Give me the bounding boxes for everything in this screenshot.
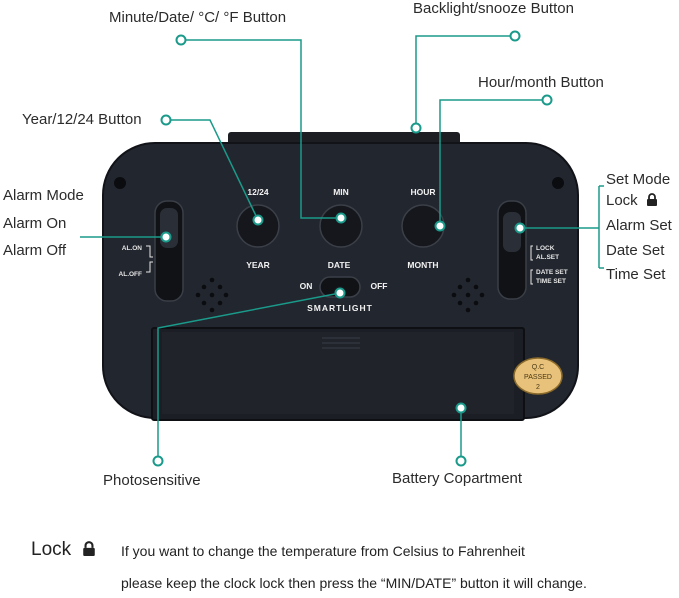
light-off-label: OFF	[371, 281, 388, 291]
lock-label: LOCK	[536, 245, 555, 252]
time-set-label: TIME SET	[536, 278, 566, 285]
light-on-label: ON	[300, 281, 313, 291]
date-set-callout: Date Set	[606, 242, 665, 259]
padlock-icon	[83, 541, 96, 556]
year-callout: Year/12/24 Button	[22, 111, 142, 128]
battery-grip	[322, 337, 360, 349]
qc-sticker	[513, 357, 563, 395]
al-set-label: AL.SET	[536, 254, 559, 261]
note-line-1: If you want to change the temperature fr…	[121, 543, 525, 559]
alarm-switch-knob[interactable]	[160, 208, 178, 248]
btn-hour-top-label: HOUR	[410, 187, 435, 197]
qc-line1: Q.C	[532, 364, 544, 371]
set-switch-knob[interactable]	[503, 212, 521, 252]
speaker-grille-right	[451, 277, 485, 313]
year-12-24-button[interactable]	[236, 204, 280, 248]
speaker-grille-left	[195, 277, 229, 313]
btn-hour-bottom-label: MONTH	[407, 260, 438, 270]
alarm-set-callout: Alarm Set	[606, 217, 672, 234]
set-mode-callout: Set Mode	[606, 171, 671, 188]
battery-callout: Battery Copartment	[392, 470, 523, 487]
backlight-callout: Backlight/snooze Button	[413, 0, 574, 17]
photosensitive-callout: Photosensitive	[103, 472, 201, 489]
alarm-off-callout: Alarm Off	[3, 242, 67, 259]
minute-date-button[interactable]	[319, 204, 363, 248]
leader-lines	[80, 35, 604, 461]
btn-min-top-label: MIN	[333, 187, 349, 197]
minute-date-callout: Minute/Date/ °C/ °F Button	[109, 9, 287, 26]
qc-line2: PASSED	[524, 374, 552, 381]
note-title-label: Lock	[31, 539, 72, 560]
date-set-label: DATE SET	[536, 269, 568, 276]
lock-callout-label: Lock	[606, 192, 638, 209]
al-off-label: AL.OFF	[119, 271, 142, 278]
btn-min-bottom-label: DATE	[328, 260, 351, 270]
hour-month-callout: Hour/month Button	[478, 74, 604, 91]
alarm-mode-callout: Alarm Mode	[3, 187, 84, 204]
alarm-on-callout: Alarm On	[3, 215, 67, 232]
lock-callout: Lock	[606, 192, 658, 209]
corner-hole	[114, 177, 126, 189]
btn-12-24-bottom-label: YEAR	[246, 260, 270, 270]
btn-12-24-top-label: 12/24	[247, 187, 269, 197]
note-title: Lock	[31, 539, 96, 561]
note-line-2: please keep the clock lock then press th…	[121, 575, 587, 591]
padlock-icon	[646, 193, 657, 206]
ring-icon	[152, 30, 553, 467]
corner-hole	[552, 177, 564, 189]
qc-line3: 2	[536, 384, 540, 391]
al-on-label: AL.ON	[122, 245, 143, 252]
smartlight-label: SMARTLIGHT	[307, 303, 373, 313]
time-set-callout: Time Set	[606, 266, 666, 283]
